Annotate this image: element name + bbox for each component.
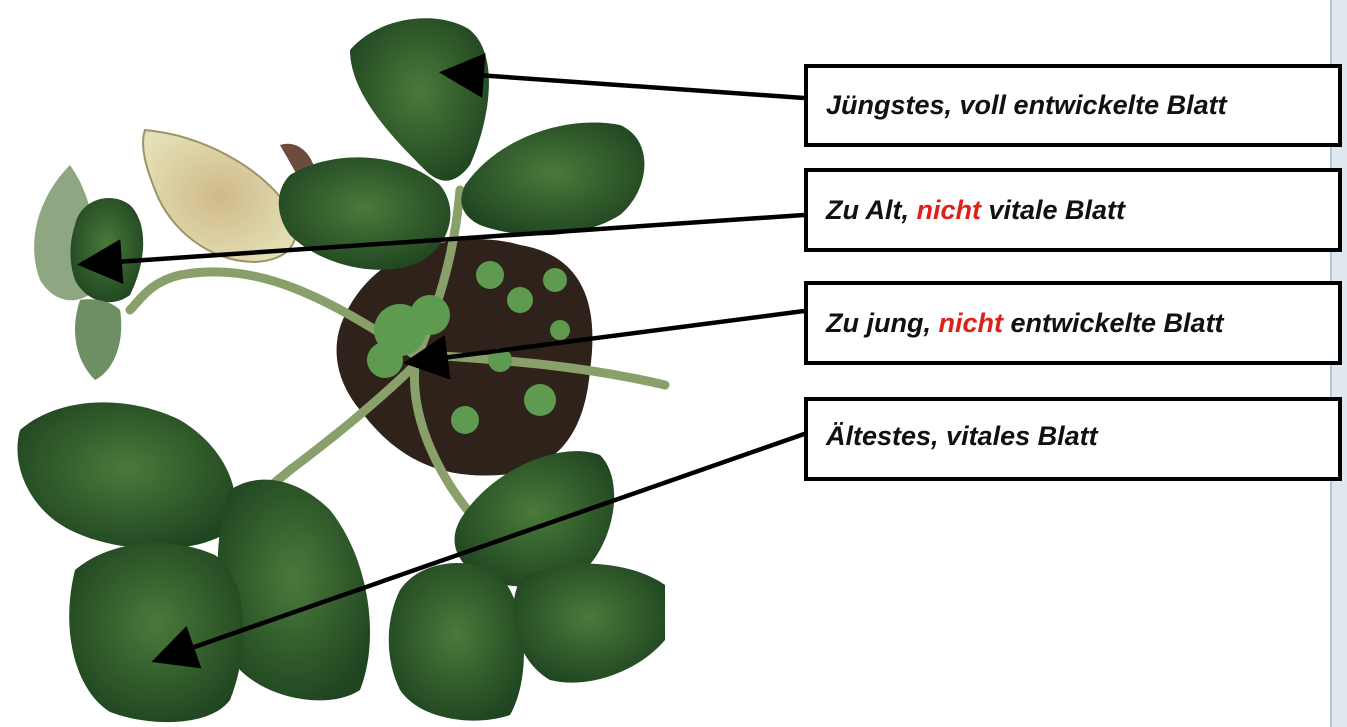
label-too-young-post: entwickelte Blatt [1003, 308, 1224, 339]
lower-left-leaf [17, 402, 235, 548]
label-too-young-highlight: nicht [938, 308, 1003, 339]
youngest-leaf [350, 18, 489, 180]
dead-leaf [143, 130, 296, 262]
label-youngest-full-leaf: Jüngstes, voll entwickelte Blatt [804, 64, 1342, 147]
label-too-old-pre: Zu Alt, [826, 195, 916, 226]
label-too-old-leaf: Zu Alt, nicht vitale Blatt [804, 168, 1342, 252]
label-oldest-vital-leaf: Ältestes, vitales Blatt [804, 397, 1342, 481]
oldest-leaf [69, 543, 243, 722]
label-too-old-highlight: nicht [916, 195, 981, 226]
label-oldest-text: Ältestes, vitales Blatt [826, 421, 1098, 452]
label-too-old-post: vitale Blatt [981, 195, 1125, 226]
label-too-young-leaf: Zu jung, nicht entwickelte Blatt [804, 281, 1342, 365]
label-youngest-text: Jüngstes, voll entwickelte Blatt [826, 90, 1227, 121]
arrow-youngest [448, 73, 804, 98]
label-too-young-pre: Zu jung, [826, 308, 938, 339]
